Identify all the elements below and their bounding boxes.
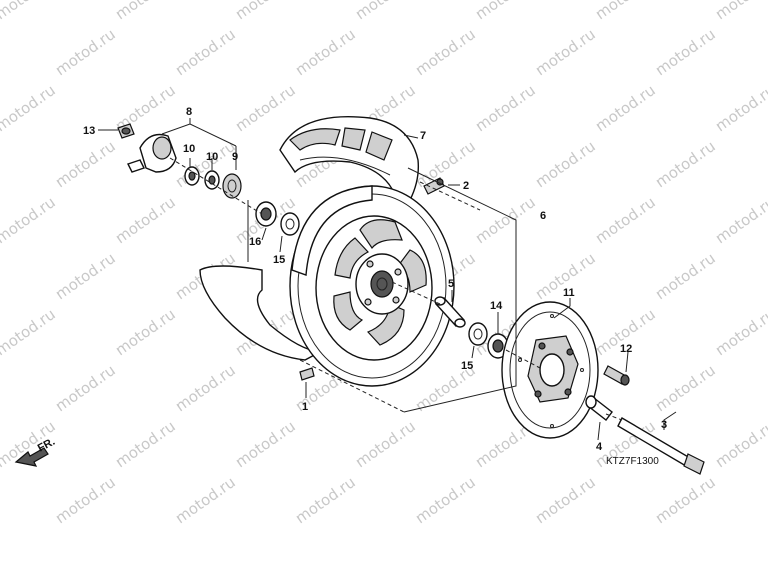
watermark-text: motod.ru xyxy=(652,25,719,79)
watermark-text: motod.ru xyxy=(52,137,119,191)
watermark-text: motod.ru xyxy=(472,0,539,23)
watermark-text: motod.ru xyxy=(712,81,768,135)
dust-seal-16-part xyxy=(255,201,277,227)
leader-lines xyxy=(98,118,677,441)
watermark-text: motod.ru xyxy=(712,305,768,359)
callout-11: 11 xyxy=(563,287,575,299)
watermark-text: motod.ru xyxy=(472,193,539,247)
watermark-text: motod.ru xyxy=(592,81,659,135)
watermark-text: motod.ru xyxy=(712,193,768,247)
watermark-text: motod.ru xyxy=(52,25,119,79)
watermark-text: motod.ru xyxy=(352,417,419,471)
watermark-text: motod.ru xyxy=(532,137,599,191)
callout-6: 6 xyxy=(540,210,546,222)
watermark-text: motod.ru xyxy=(172,361,239,415)
callout-15a: 15 xyxy=(273,254,285,266)
callout-16: 16 xyxy=(249,236,261,248)
distance-collar-5-part xyxy=(434,296,466,328)
watermark-text: motod.ru xyxy=(172,473,239,527)
balance-weight-part xyxy=(299,367,315,381)
tire-part xyxy=(199,115,420,361)
oil-seal-10a-part xyxy=(184,166,200,186)
disc-bolt-part xyxy=(603,365,630,386)
watermark-text: motod.ru xyxy=(652,361,719,415)
watermark-text: motod.ru xyxy=(472,81,539,135)
watermark-text: motod.ru xyxy=(112,0,179,23)
callout-8: 8 xyxy=(186,106,192,118)
callout-1: 1 xyxy=(302,401,308,413)
watermark-text: motod.ru xyxy=(172,25,239,79)
watermark-text: motod.ru xyxy=(232,0,299,23)
callout-2: 2 xyxy=(463,180,469,192)
callout-9: 9 xyxy=(232,151,238,163)
watermark-text: motod.ru xyxy=(712,0,768,23)
watermark-text: motod.ru xyxy=(412,473,479,527)
watermark-text: motod.ru xyxy=(652,473,719,527)
callout-7: 7 xyxy=(420,130,426,142)
watermark-text: motod.ru xyxy=(52,249,119,303)
speedometer-gearbox-part xyxy=(127,133,177,173)
watermark-text: motod.ru xyxy=(652,137,719,191)
watermark-text: motod.ru xyxy=(712,417,768,471)
watermark-text: motod.ru xyxy=(112,417,179,471)
watermark-text: motod.ru xyxy=(0,81,59,135)
callout-12: 12 xyxy=(620,343,632,355)
callout-3: 3 xyxy=(661,419,667,431)
callout-10a: 10 xyxy=(183,143,195,155)
watermark-text: motod.ru xyxy=(0,193,59,247)
watermark-text: motod.ru xyxy=(112,193,179,247)
watermark-text: motod.ru xyxy=(292,25,359,79)
axle-part xyxy=(617,417,705,475)
watermark-text: motod.ru xyxy=(412,25,479,79)
callout-labels: 1 2 3 4 5 6 7 8 9 10 10 11 12 13 14 15 1… xyxy=(83,106,667,453)
watermark-text: motod.ru xyxy=(112,305,179,359)
watermark-text: motod.ru xyxy=(0,305,59,359)
watermark-text: motod.ru xyxy=(232,417,299,471)
watermark-text: motod.ru xyxy=(652,249,719,303)
wheel-rim-part xyxy=(289,185,455,387)
callout-5: 5 xyxy=(448,278,454,290)
callout-4: 4 xyxy=(596,441,603,453)
watermark-text: motod.ru xyxy=(52,361,119,415)
watermark-text: motod.ru xyxy=(232,81,299,135)
callout-13: 13 xyxy=(83,125,95,137)
screw-13-part xyxy=(117,123,135,139)
bearing-15b-part xyxy=(468,322,488,346)
watermark-text: motod.ru xyxy=(352,0,419,23)
watermark-text: motod.ru xyxy=(52,473,119,527)
bearing-15a-part xyxy=(280,212,300,236)
watermark-text: motod.ru xyxy=(592,0,659,23)
watermark-text: motod.ru xyxy=(292,473,359,527)
callout-10b: 10 xyxy=(206,151,218,163)
brake-disc-part xyxy=(501,301,599,439)
callout-14: 14 xyxy=(490,300,503,312)
watermark-text: motod.ru xyxy=(592,193,659,247)
watermark-text: motod.ru xyxy=(0,0,59,23)
side-collar-part xyxy=(585,395,613,421)
oil-seal-10b-part xyxy=(204,170,220,190)
watermark-text: motod.ru xyxy=(532,25,599,79)
callout-15b: 15 xyxy=(461,360,473,372)
watermark-text: motod.ru xyxy=(532,473,599,527)
speedometer-gear-part xyxy=(222,173,242,199)
diagram-code: KTZ7F1300 xyxy=(606,456,659,467)
